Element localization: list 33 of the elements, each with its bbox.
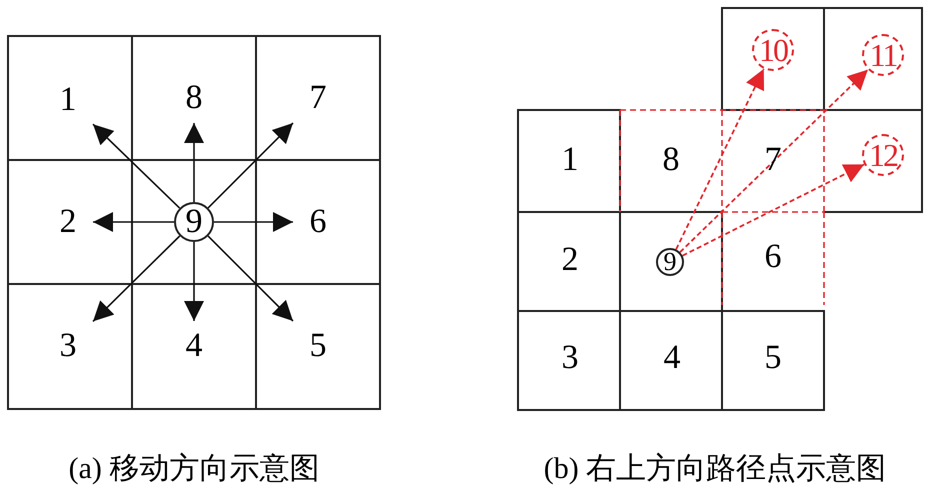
circled-number: 9 [656,248,684,276]
cell-number: 6 [753,237,793,277]
cell-number: 7 [293,73,343,123]
cell-number: 4 [169,321,219,371]
cell-number: 5 [293,321,343,371]
cell-number: 1 [43,75,93,125]
figure-caption: (b) 右上方向路径点示意图 [544,451,886,485]
arrow [184,242,204,321]
arrow [92,235,180,322]
cell-number: 8 [169,73,219,123]
cell-number: 1 [550,140,590,180]
arrow [679,68,869,253]
cell-number: 3 [550,338,590,378]
cell-number: 5 [753,338,793,378]
cell-number: 8 [651,140,691,180]
cell-number: 2 [43,197,93,247]
arrow [208,236,294,322]
circled-number: 9 [174,202,214,242]
cell-number: 2 [550,240,590,280]
arrow [675,68,765,250]
arrow [184,123,204,202]
circled-number: 12 [862,134,904,176]
figure-caption: (a) 移动方向示意图 [68,451,320,485]
arrow [92,124,180,209]
circled-number: 11 [862,34,904,76]
arrow [682,164,865,256]
circled-number: 10 [752,29,794,71]
cell-number: 4 [652,338,692,378]
arrow [208,122,294,208]
cell-number: 6 [293,197,343,247]
cell-number: 3 [43,321,93,371]
arrow [214,212,293,232]
arrow [93,212,174,232]
